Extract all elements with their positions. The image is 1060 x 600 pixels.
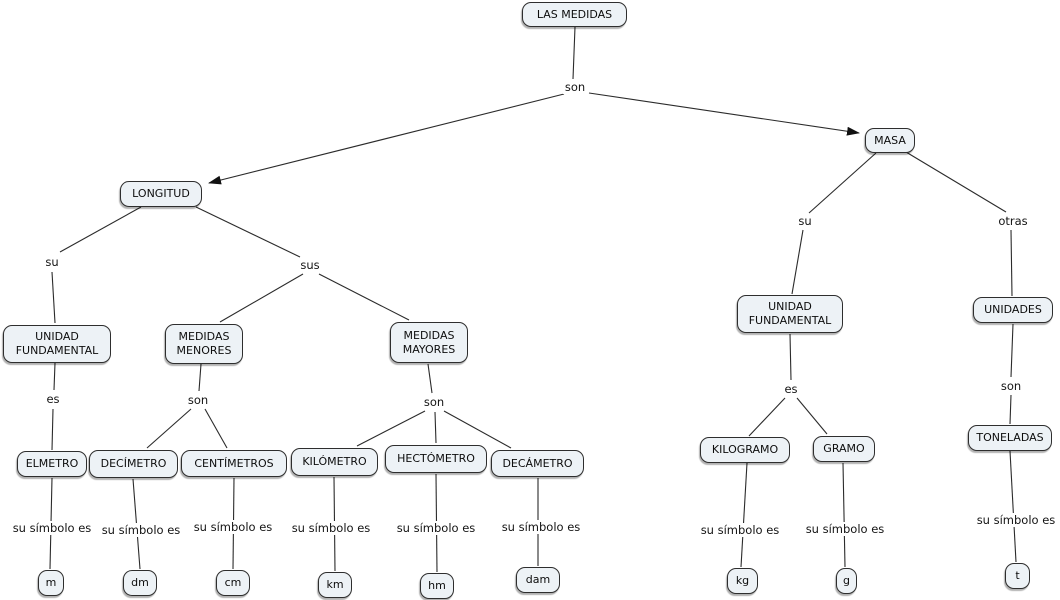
edge-son-masa [588, 92, 860, 136]
edge-son-toneladas [1009, 394, 1012, 425]
concept-medidas-menores[interactable]: MEDIDAS MENORES [165, 324, 243, 364]
link-label-gramo-simbolo[interactable]: su símbolo es [803, 522, 887, 536]
edge-sus-mayores [318, 273, 410, 321]
edge-mayores-son [427, 363, 433, 394]
concept-longitud[interactable]: LONGITUD [120, 181, 202, 207]
concept-simbolo-hm[interactable]: hm [420, 573, 454, 599]
link-label-mayores-son[interactable]: son [421, 395, 447, 409]
concept-simbolo-km[interactable]: km [318, 572, 352, 598]
concept-toneladas[interactable]: TONELADAS [968, 425, 1052, 451]
edge-longitud-su [59, 206, 142, 253]
link-label-kilogramo-simbolo[interactable]: su símbolo es [698, 523, 782, 537]
edge-son-decametro [443, 410, 512, 449]
concept-kilogramo[interactable]: KILOGRAMO [700, 437, 790, 463]
link-label-masa-otras[interactable]: otras [996, 214, 1030, 228]
edge-masa-su [808, 152, 877, 214]
link-label-uf-masa-es[interactable]: es [782, 382, 800, 396]
concept-kilometro[interactable]: KILÓMETRO [291, 448, 378, 476]
edge-uf-longitud-es [53, 362, 56, 391]
link-label-menores-son[interactable]: son [185, 393, 211, 407]
edge-son-longitud [208, 93, 565, 185]
edge-son-kilometro [356, 410, 426, 447]
link-label-decametro-simbolo[interactable]: su símbolo es [499, 520, 583, 534]
link-label-hectometro-simbolo[interactable]: su símbolo es [394, 521, 478, 535]
edge-su-uf-masa [791, 229, 804, 295]
concept-hectometro[interactable]: HECTÓMETRO [385, 445, 487, 473]
edge-masa-otras [905, 151, 1007, 213]
edge-sus-menores [219, 273, 304, 323]
concept-simbolo-cm[interactable]: cm [216, 570, 250, 596]
concept-gramo[interactable]: GRAMO [813, 436, 875, 462]
edge-son-decimetro [146, 408, 192, 449]
concept-simbolo-dm[interactable]: dm [123, 570, 157, 596]
link-label-toneladas-simbolo[interactable]: su símbolo es [974, 513, 1058, 527]
concept-decimetro[interactable]: DECÍMETRO [89, 450, 178, 478]
edge-uf-masa-es [789, 333, 792, 381]
link-label-root-son[interactable]: son [562, 80, 588, 94]
edge-unidades-son [1010, 323, 1014, 378]
edge-toneladas-t [1009, 450, 1017, 563]
edge-son-centimetros [204, 408, 228, 449]
link-label-elmetro-simbolo[interactable]: su símbolo es [10, 521, 94, 535]
edge-kilogramo-kg [740, 462, 748, 568]
edge-menores-son [198, 363, 202, 392]
concept-centimetros[interactable]: CENTÍMETROS [181, 450, 287, 477]
concept-simbolo-dam[interactable]: dam [516, 567, 560, 593]
edge-root-son [572, 26, 576, 80]
edge-otras-unidades [1010, 229, 1013, 297]
concept-las-medidas[interactable]: LAS MEDIDAS [522, 2, 627, 27]
edge-es-kilogramo [748, 397, 786, 437]
link-label-centimetros-simbolo[interactable]: su símbolo es [191, 520, 275, 534]
concept-simbolo-t[interactable]: t [1005, 563, 1030, 589]
edge-su-uf-longitud [51, 271, 56, 324]
link-label-longitud-su[interactable]: su [43, 255, 61, 269]
link-label-longitud-sus[interactable]: sus [298, 258, 322, 272]
concept-medidas-mayores[interactable]: MEDIDAS MAYORES [390, 322, 468, 363]
concept-unidades[interactable]: UNIDADES [973, 297, 1053, 323]
concept-decametro[interactable]: DECÁMETRO [491, 450, 584, 477]
concept-simbolo-kg[interactable]: kg [727, 568, 758, 594]
edge-es-gramo [796, 397, 828, 435]
concept-simbolo-m[interactable]: m [38, 570, 64, 596]
edge-longitud-sus [195, 206, 301, 258]
concept-elmetro[interactable]: ELMETRO [17, 451, 87, 477]
concept-masa[interactable]: MASA [865, 128, 915, 153]
link-label-kilometro-simbolo[interactable]: su símbolo es [289, 521, 373, 535]
link-label-decimetro-simbolo[interactable]: su símbolo es [99, 523, 183, 537]
edge-gramo-g [842, 462, 846, 568]
link-label-masa-su[interactable]: su [796, 214, 814, 228]
edge-son-hectometro [434, 411, 437, 444]
edge-es-elmetro [51, 408, 54, 451]
concept-simbolo-g[interactable]: g [836, 568, 857, 594]
concept-unidad-fundamental-longitud[interactable]: UNIDAD FUNDAMENTAL [3, 325, 111, 363]
link-label-uf-longitud-es[interactable]: es [44, 392, 62, 406]
concept-unidad-fundamental-masa[interactable]: UNIDAD FUNDAMENTAL [737, 295, 843, 333]
link-label-unidades-son[interactable]: son [998, 379, 1024, 393]
